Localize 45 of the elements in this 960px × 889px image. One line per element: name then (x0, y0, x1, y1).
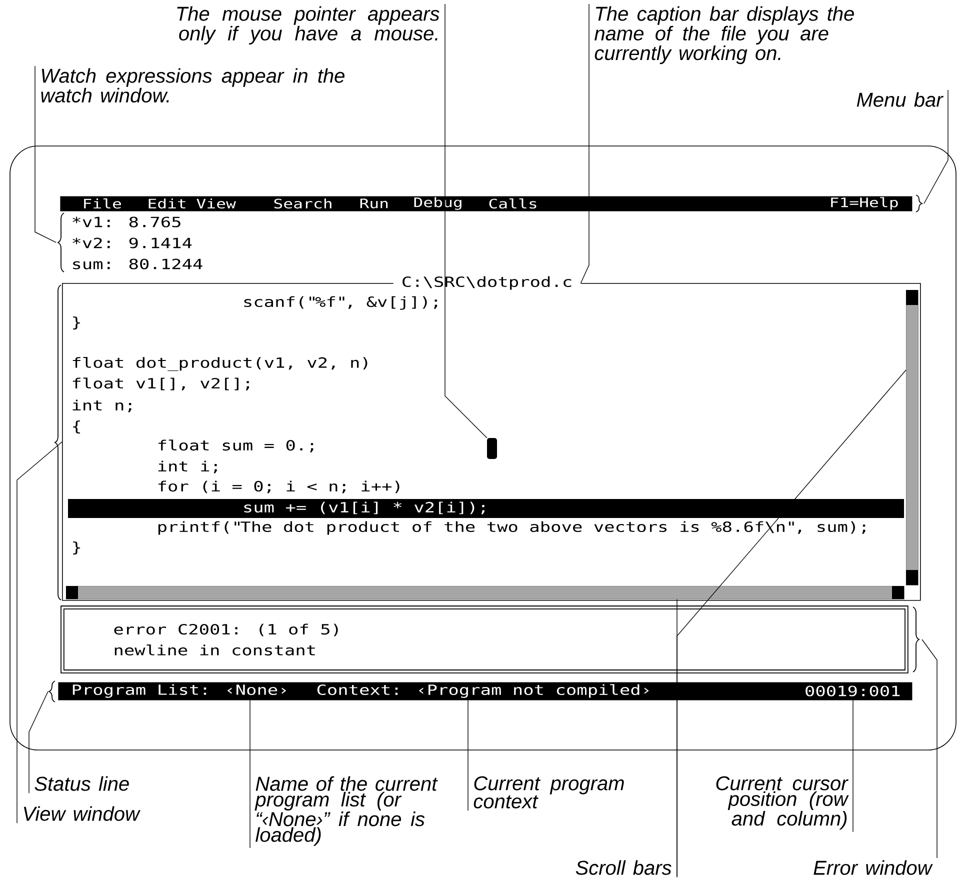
callout-text: Scroll bars (576, 860, 672, 875)
error-message: error C2001: (1 of 5) (114, 624, 338, 636)
watch-expression: *v1: 8.765 (72, 216, 180, 228)
menu-item: Debug (414, 197, 462, 210)
callout-text: View window (24, 806, 141, 821)
menu-item: Run (360, 198, 388, 208)
code-line: } (73, 316, 80, 330)
mouse-pointer (487, 438, 497, 459)
callout-text: Current program context (474, 776, 624, 808)
code-line: for (i = 0; i < n; i++) (158, 480, 400, 494)
leader-line (580, 4, 590, 284)
callout-text: Name of the current program list (or “‹None›” if none is loaded) (254, 776, 438, 846)
status-text: 00019:001 (806, 686, 900, 696)
menu-item: Calls (489, 198, 536, 209)
callout-text: Current cursor position (row and column) (716, 776, 849, 830)
status-text: Program List: ‹None› (72, 684, 286, 698)
scroll-bar (906, 290, 918, 586)
watch-expression: *v2: 9.1414 (72, 238, 192, 248)
callout-text: The mouse pointer appears only if you have a mouse. (177, 6, 440, 44)
status-bar (58, 682, 912, 700)
callout-text: Status line (34, 776, 129, 791)
menu-item: File (84, 198, 121, 209)
error-message: newline in constant (114, 644, 315, 656)
code-line: float v1[], v2[]; (72, 378, 249, 390)
callout-text: Menu bar (856, 92, 944, 107)
status-text: Context: ‹Program not compiled› (317, 684, 649, 698)
leader-line (852, 697, 854, 832)
code-line: int i; (158, 460, 217, 474)
menu-item: View (196, 198, 236, 209)
callout-text: Watch expressions appear in the watch window. (41, 68, 344, 103)
menu-item: Edit (148, 198, 186, 209)
leader-line (676, 599, 678, 878)
code-line: int n; (72, 400, 132, 412)
callout-text: Error window (814, 860, 933, 875)
code-line: float sum = 0.; (158, 440, 314, 452)
scroll-bar (66, 586, 904, 600)
leader-line (444, 4, 488, 438)
watch-expression: sum: 80.1244 (73, 258, 202, 270)
code-line: } (73, 542, 80, 554)
code-line: float dot_product(v1, v2, n) (72, 356, 368, 371)
menu-item: F1=Help (831, 197, 898, 210)
menu-item: Search (274, 198, 332, 209)
code-line: { (73, 420, 80, 434)
code-line: scanf("%f", &v[j]); (244, 296, 438, 310)
callout-text: The caption bar displays the name of the file you are currently working on. (594, 6, 854, 64)
